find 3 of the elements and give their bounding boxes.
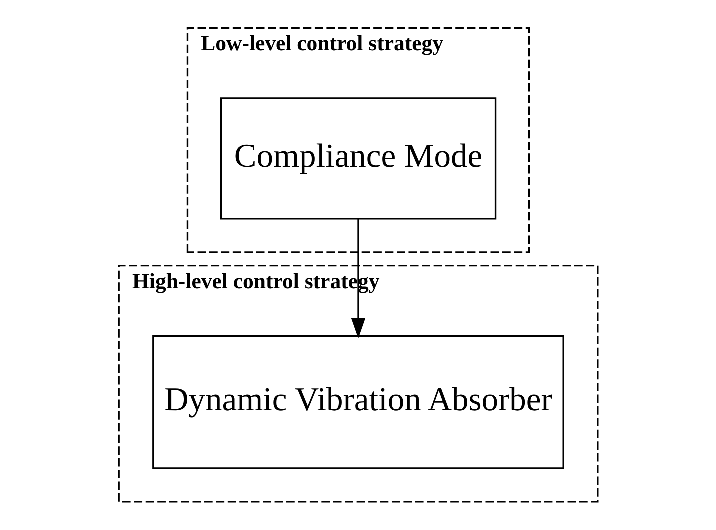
node-box: Dynamic Vibration Absorber xyxy=(152,335,564,470)
arrow xyxy=(350,219,366,339)
node-box: Compliance Mode xyxy=(220,98,496,220)
